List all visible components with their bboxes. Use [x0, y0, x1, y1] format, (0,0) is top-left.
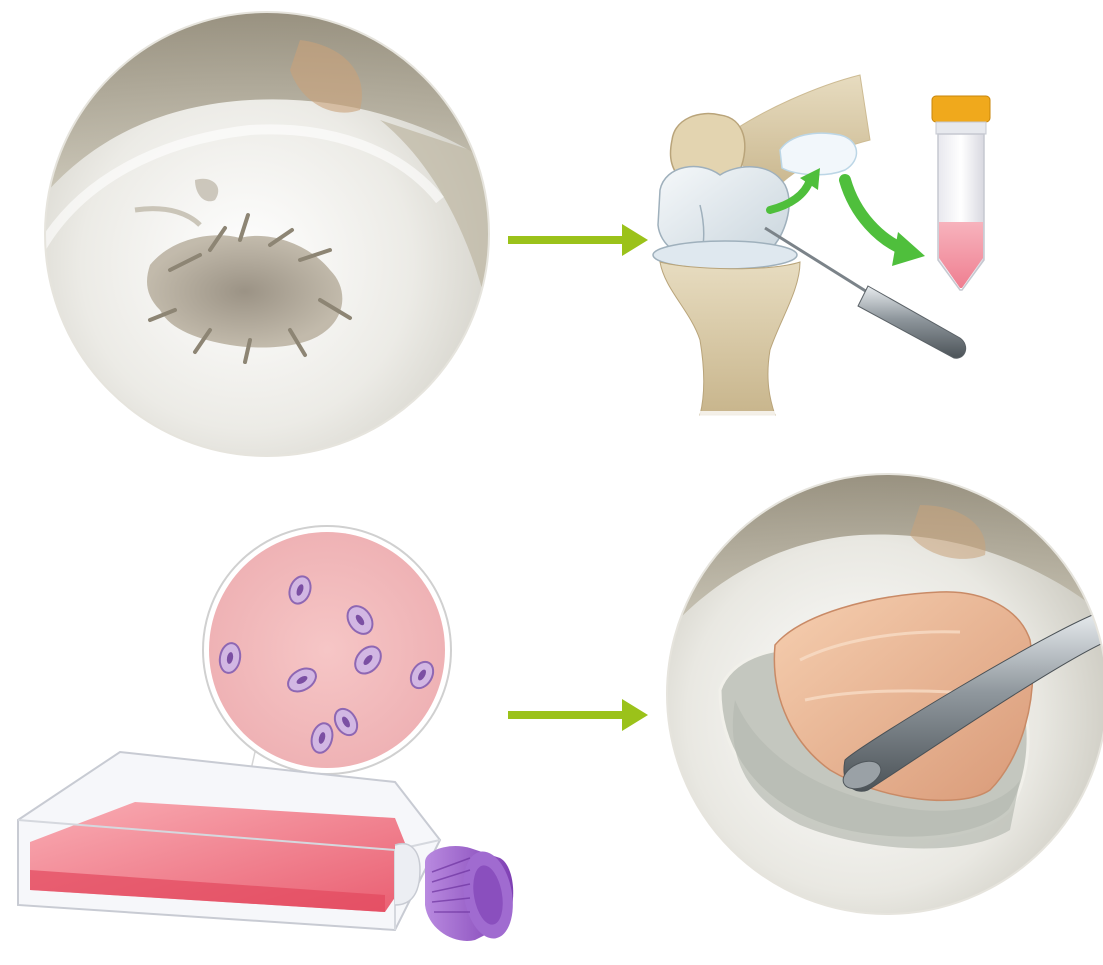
flask-cap [425, 846, 519, 943]
surgical-probe [765, 228, 966, 358]
cell-culture-panel [18, 526, 519, 942]
magnified-cells-view [203, 526, 451, 774]
right-arrow-icon [508, 699, 648, 731]
right-arrow-icon [508, 224, 648, 256]
cartilage-defect-panel [40, 10, 500, 470]
cartilage-harvest-panel [653, 75, 990, 415]
culture-flask [18, 752, 440, 930]
implantation-panel [660, 470, 1103, 920]
specimen-tube [932, 96, 990, 290]
